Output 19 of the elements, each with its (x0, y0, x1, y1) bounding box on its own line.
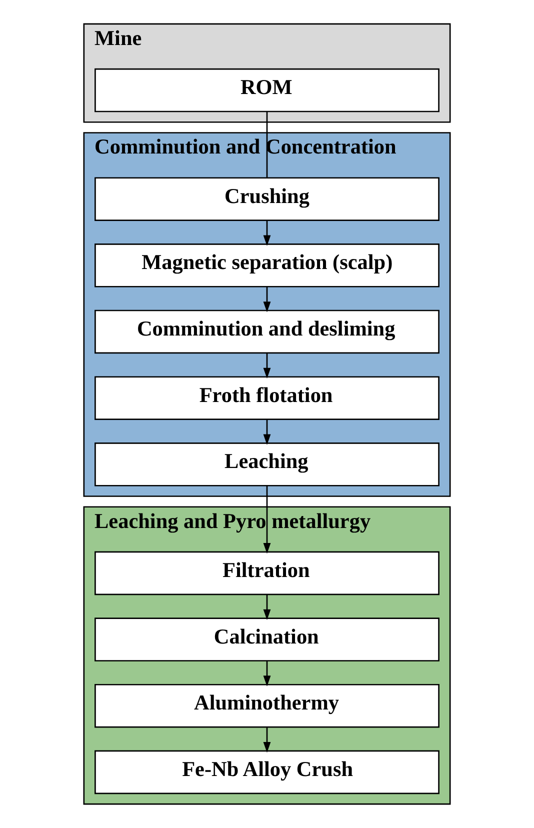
arrow (263, 353, 271, 379)
arrow (263, 661, 271, 686)
node-box: Fe-Nb Alloy Crush (94, 750, 440, 794)
arrow (263, 286, 271, 312)
arrow (263, 727, 271, 753)
arrow (263, 220, 271, 246)
connector (266, 112, 268, 178)
arrow (263, 420, 271, 445)
node-box: Calcination (94, 618, 440, 662)
node-box: Aluminothermy (94, 684, 440, 728)
node-box: Leaching (94, 442, 440, 486)
node-box: Crushing (94, 177, 440, 221)
node-box: Magnetic separation (scalp) (94, 244, 440, 288)
arrow (263, 594, 271, 620)
node-box: Comminution and desliming (94, 310, 440, 354)
node-box: Filtration (94, 551, 440, 596)
arrow (263, 486, 271, 554)
node-box: ROM (94, 68, 440, 112)
node-box: Froth flotation (94, 376, 440, 420)
